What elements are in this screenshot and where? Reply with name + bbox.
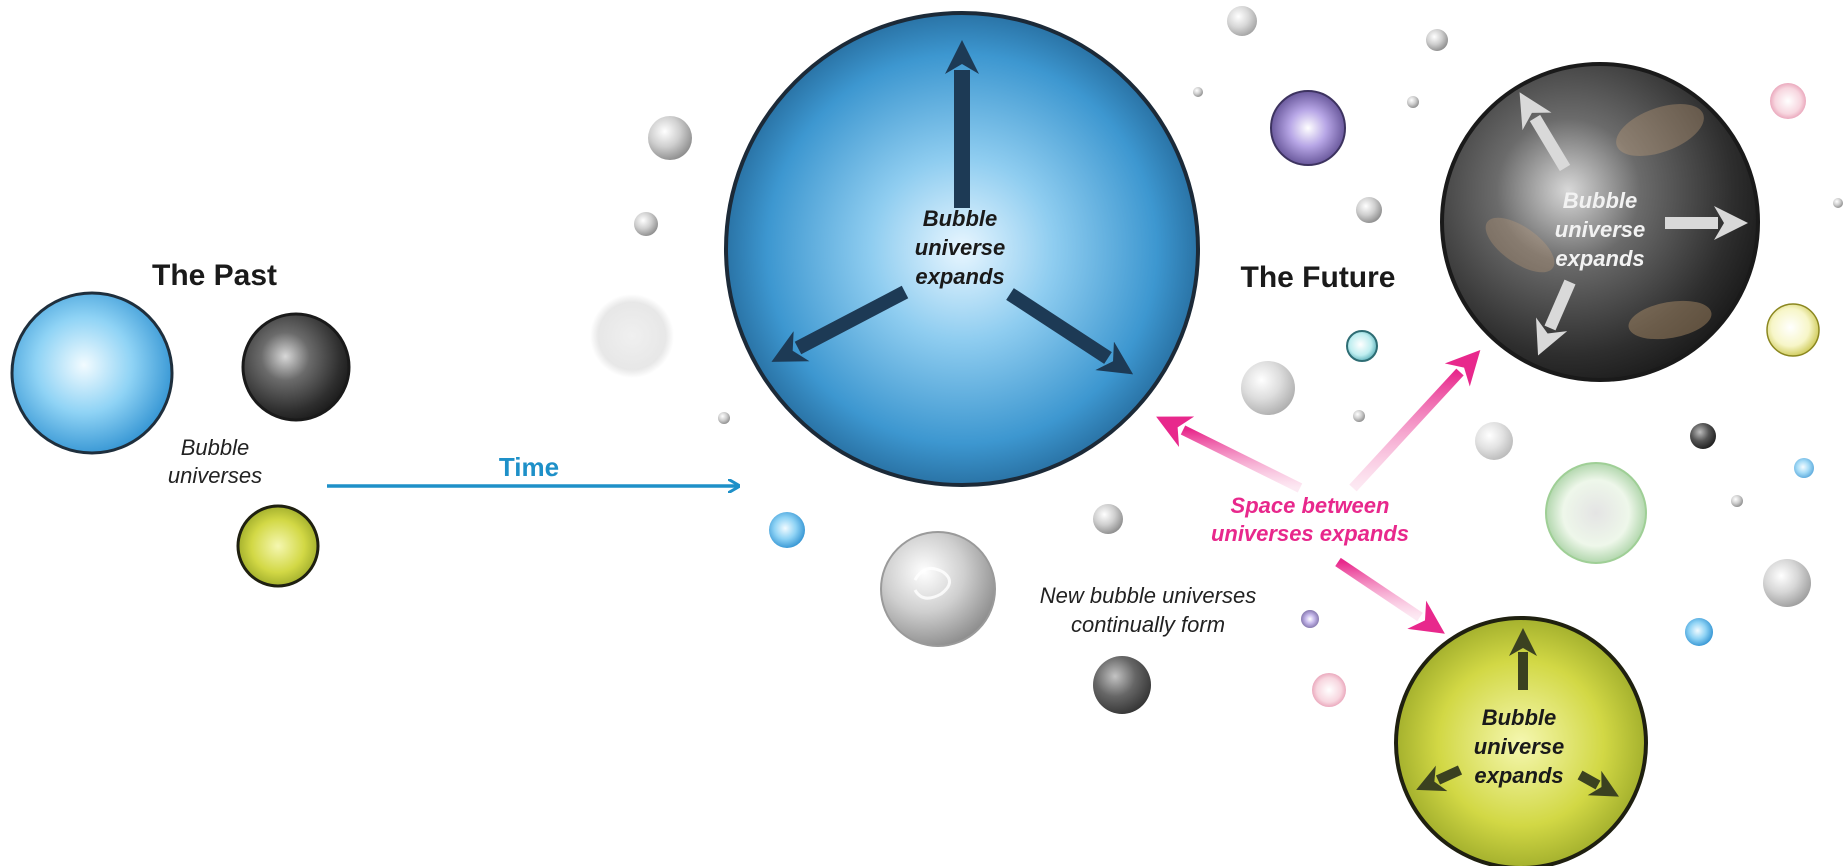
gray-bubble xyxy=(1227,6,1257,36)
pale-yellow-bubble xyxy=(1766,303,1820,357)
future-heading: The Future xyxy=(1241,261,1396,294)
teal-bubble xyxy=(1346,330,1378,362)
gray-bubble xyxy=(1833,198,1843,208)
past-blue-bubble xyxy=(10,291,174,455)
dark-galaxy-circle xyxy=(1440,62,1760,382)
new-bubbles-label-line2: continually form xyxy=(1071,612,1225,637)
purple-bubble xyxy=(1301,610,1319,628)
yellow-expands-line3: expands xyxy=(1474,763,1563,788)
dark-galaxy-bubble: Bubble universe expands xyxy=(1440,62,1760,382)
expand-arrow-left xyxy=(1416,765,1463,792)
space-label-line1: Space between xyxy=(1231,493,1390,518)
mint-bubble xyxy=(1545,462,1647,564)
bubble-universes-label-line1: Bubble xyxy=(181,435,250,460)
expand-arrow-upleft xyxy=(1519,92,1571,172)
blue-bubble xyxy=(1794,458,1814,478)
gray-bubble xyxy=(1241,361,1295,415)
past-heading: The Past xyxy=(152,259,277,292)
gray-bubble xyxy=(648,116,692,160)
gray-bubble xyxy=(1093,504,1123,534)
pink-arrow-to-yellow xyxy=(1335,557,1445,634)
black-bubble xyxy=(1093,656,1151,714)
gray-bubble xyxy=(1407,96,1419,108)
gray-bubble xyxy=(1356,197,1382,223)
new-bubbles-label-line1: New bubble universes xyxy=(1040,583,1256,608)
big-blue-expands-line1: Bubble xyxy=(923,206,998,231)
big-blue-expands-line3: expands xyxy=(915,264,1004,289)
yellow-expands-line2: universe xyxy=(1474,734,1565,759)
faint-bubble xyxy=(590,294,674,378)
new-forming-bubble xyxy=(880,531,996,647)
time-label: Time xyxy=(499,452,559,482)
expand-arrow-right xyxy=(1006,288,1134,375)
dark-expands-line2: universe xyxy=(1555,217,1646,242)
big-blue-bubble: Bubble universe expands xyxy=(724,11,1200,487)
blue-bubble xyxy=(769,512,805,548)
dark-expands-line3: expands xyxy=(1555,246,1644,271)
gray-bubble xyxy=(1426,29,1448,51)
galaxy-swirl xyxy=(1628,300,1712,340)
big-blue-circle xyxy=(724,11,1200,487)
pink-arrow-to-dark xyxy=(1349,349,1481,492)
bubble-universes-label-line2: universes xyxy=(168,463,262,488)
background-bubbles xyxy=(590,6,1843,714)
blue-bubble xyxy=(1685,618,1713,646)
expand-arrow-down xyxy=(1536,279,1576,356)
pink-arrow-to-blue xyxy=(1156,416,1303,493)
past-dark-bubble xyxy=(241,312,351,422)
gray-bubble xyxy=(1475,422,1513,460)
gray-bubble xyxy=(718,412,730,424)
pink-bubble xyxy=(1312,673,1346,707)
expand-arrow-left xyxy=(771,285,909,362)
past-yellow-bubble xyxy=(236,504,320,588)
space-expands-arrows xyxy=(1156,349,1481,634)
big-blue-expands-line2: universe xyxy=(915,235,1006,260)
galaxy-swirl xyxy=(1485,217,1555,273)
gray-bubble xyxy=(1193,87,1203,97)
galaxy-swirl xyxy=(1616,104,1704,156)
purple-bubble xyxy=(1270,90,1346,166)
yellow-expands-line1: Bubble xyxy=(1482,705,1557,730)
spiral-swirl xyxy=(913,566,951,600)
black-bubble xyxy=(1690,423,1716,449)
gray-bubble xyxy=(634,212,658,236)
gray-bubble xyxy=(1763,559,1811,607)
space-label-line2: universes expands xyxy=(1211,521,1409,546)
yellow-green-bubble: Bubble universe expands xyxy=(1394,616,1648,866)
expand-arrow-right xyxy=(1577,770,1619,797)
gray-bubble xyxy=(1731,495,1743,507)
yellow-green-circle xyxy=(1394,616,1648,866)
dark-expands-line1: Bubble xyxy=(1563,188,1638,213)
gray-bubble xyxy=(1353,410,1365,422)
pink-bubble xyxy=(1770,83,1806,119)
